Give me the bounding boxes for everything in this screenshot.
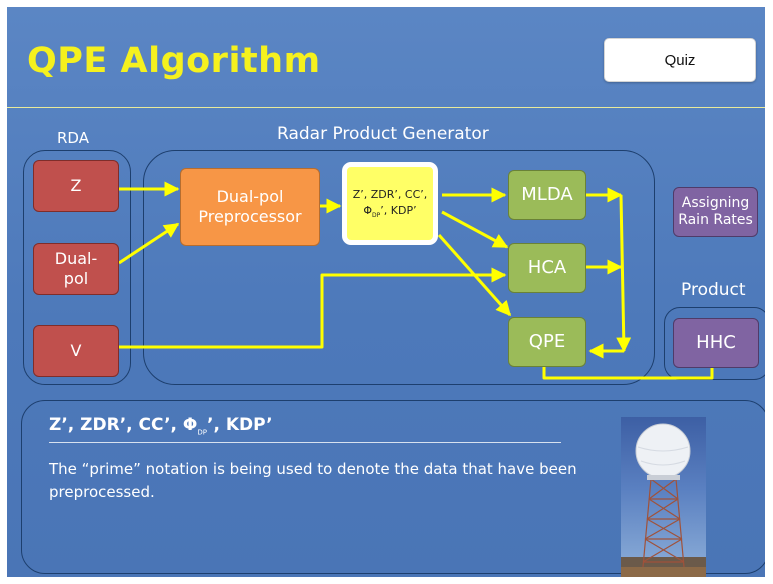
radar-tower-photo — [621, 417, 706, 577]
mlda-label: MLDA — [521, 183, 573, 205]
v-label: V — [70, 341, 82, 360]
arrow-dualpol-to-preprocessor — [118, 222, 180, 265]
hhc-label: HHC — [696, 331, 736, 353]
page-title: QPE Algorithm — [27, 41, 321, 81]
arrow-collector-down — [616, 194, 632, 353]
rda-label: RDA — [57, 129, 89, 147]
rain-rates-label-line1: Assigning — [681, 194, 750, 211]
hca-label: HCA — [527, 256, 567, 278]
dualpol-box[interactable]: Dual- pol — [33, 243, 119, 295]
preprocessor-box[interactable]: Dual-pol Preprocessor — [180, 168, 320, 246]
rpg-group — [143, 150, 655, 385]
arrow-v-to-qpe — [119, 267, 507, 349]
hhc-box[interactable]: HHC — [673, 318, 759, 368]
z-label: Z — [70, 176, 82, 195]
prime-label-line1: Z’, ZDR’, CC’, — [352, 187, 428, 201]
info-heading-main: Z’, ZDR’, CC’, Φ — [49, 415, 198, 435]
rain-rates-label-line2: Rain Rates — [678, 212, 753, 228]
product-label: Product — [681, 280, 746, 300]
arrow-prime-to-hca — [441, 210, 509, 249]
prime-label-line2: ΦDP’, KDP’ — [363, 203, 416, 221]
v-box[interactable]: V — [33, 325, 119, 377]
product-group — [664, 307, 765, 380]
assigning-rain-rates-box[interactable]: Assigning Rain Rates — [673, 187, 758, 237]
prime-variables-box[interactable]: Z’, ZDR’, CC’, ΦDP’, KDP’ — [342, 162, 438, 245]
prime-label-line2-rest: ’, KDP’ — [380, 203, 417, 217]
mlda-box[interactable]: MLDA — [508, 170, 586, 220]
hca-box[interactable]: HCA — [508, 243, 586, 293]
rpg-label: Radar Product Generator — [277, 124, 489, 144]
flow-arrows — [118, 181, 720, 380]
info-heading-subscript: DP — [197, 428, 208, 437]
dualpol-label-line2: pol — [63, 269, 89, 288]
preprocessor-label-line1: Dual-pol — [216, 187, 284, 206]
info-panel — [21, 400, 765, 574]
rda-group — [23, 150, 131, 385]
z-box[interactable]: Z — [33, 160, 119, 212]
preprocessor-label-line2: Preprocessor — [198, 207, 302, 226]
dualpol-label-line1: Dual- — [54, 249, 98, 268]
qpe-label: QPE — [528, 330, 566, 352]
slide: QPE Algorithm Quiz RDA Radar Product Gen… — [7, 7, 765, 577]
qpe-box[interactable]: QPE — [508, 317, 586, 367]
dp-subscript: DP — [372, 211, 381, 219]
info-body-text: The “prime” notation is being used to de… — [49, 460, 577, 502]
title-divider — [7, 107, 765, 108]
info-heading: Z’, ZDR’, CC’, ΦDP’, KDP’ — [49, 415, 273, 436]
arrow-prime-to-qpe — [437, 234, 512, 317]
info-divider — [49, 442, 561, 443]
phi-symbol: Φ — [363, 203, 373, 217]
info-heading-end: ’, KDP’ — [207, 415, 273, 435]
quiz-button[interactable]: Quiz — [604, 38, 756, 82]
